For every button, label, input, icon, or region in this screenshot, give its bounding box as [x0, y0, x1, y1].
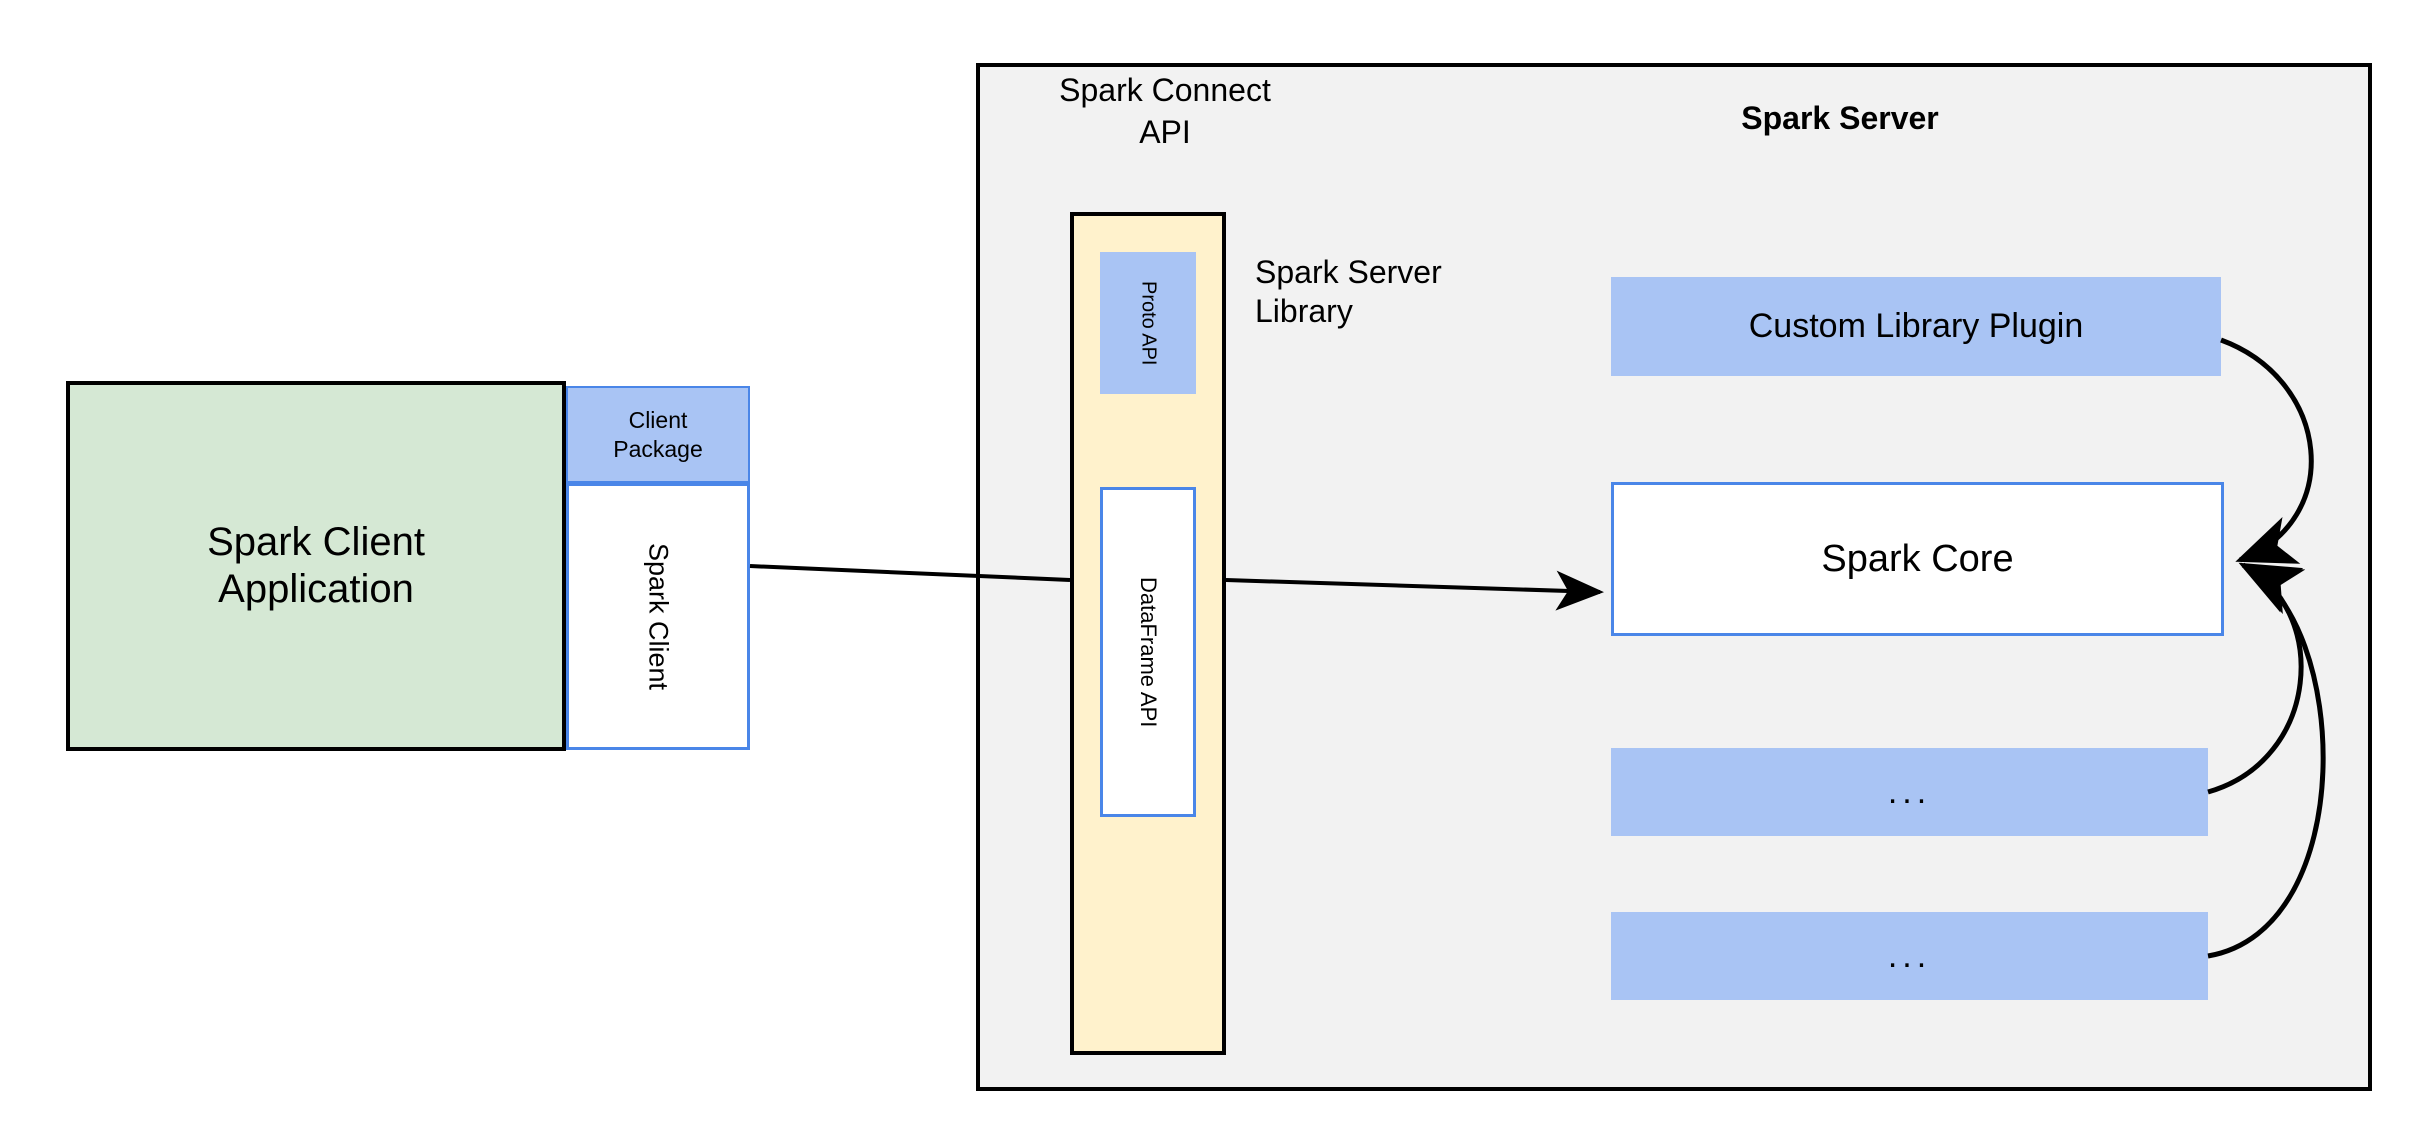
component-placeholder-1-label: ...	[1887, 772, 1932, 811]
spark-client-application-box[interactable]: Spark Client Application	[66, 381, 566, 751]
spark-server-library-label: Spark Server Library	[1255, 254, 1442, 330]
spark-client-label: Spark Client	[643, 542, 674, 691]
spark-core-box[interactable]: Spark Core	[1611, 482, 2224, 636]
spark-client-box[interactable]: Spark Client	[566, 483, 750, 750]
component-placeholder-2-label: ...	[1887, 936, 1932, 975]
spark-connect-api-label: Spark Connect API	[1059, 72, 1271, 150]
spark-server-title: Spark Server	[1741, 100, 1939, 136]
proto-api-label: Proto API	[1137, 280, 1160, 366]
component-placeholder-2-box[interactable]: ...	[1611, 912, 2208, 1000]
client-package-box[interactable]: Client Package	[566, 386, 750, 483]
client-package-label: Client Package	[613, 406, 703, 462]
dataframe-api-label: DataFrame API	[1136, 576, 1161, 728]
dataframe-api-box[interactable]: DataFrame API	[1100, 487, 1196, 817]
proto-api-box[interactable]: Proto API	[1100, 252, 1196, 394]
custom-library-plugin-box[interactable]: Custom Library Plugin	[1611, 277, 2221, 376]
spark-client-application-label: Spark Client Application	[207, 519, 425, 611]
spark-core-label: Spark Core	[1821, 537, 2014, 580]
custom-library-plugin-label: Custom Library Plugin	[1748, 307, 2084, 345]
component-placeholder-1-box[interactable]: ...	[1611, 748, 2208, 836]
